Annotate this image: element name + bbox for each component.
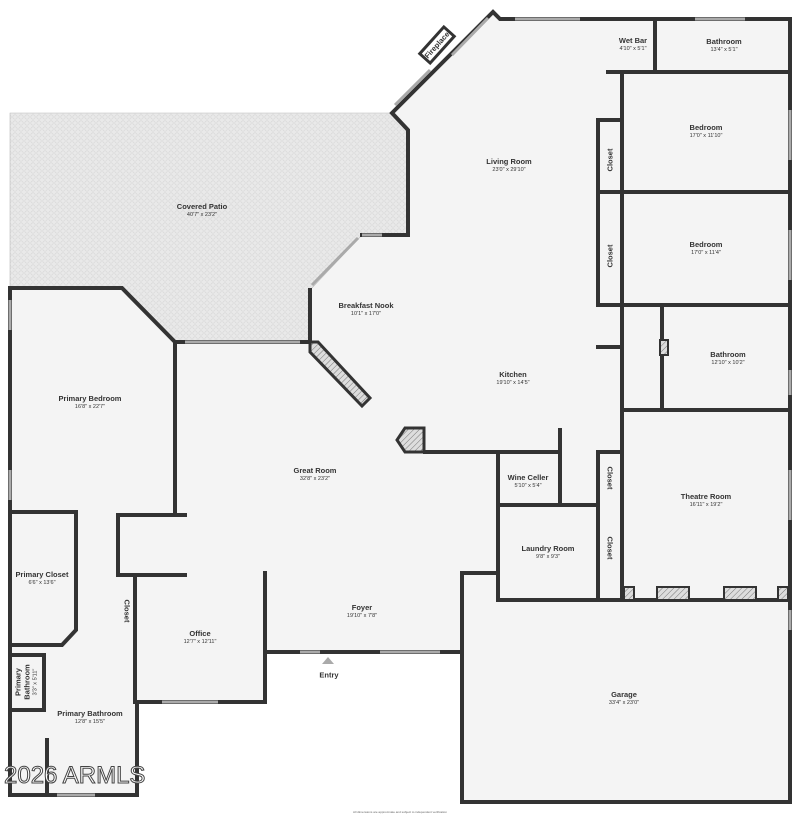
- closet-label-2: Closet: [605, 244, 615, 268]
- window: [450, 16, 490, 57]
- cabinet-block: [659, 339, 669, 356]
- cabinet-block: [777, 586, 789, 601]
- interior-floor: [10, 12, 790, 802]
- fireplace: [417, 24, 457, 66]
- kitchen-island: [308, 340, 373, 409]
- kitchen-counter: [395, 426, 426, 454]
- window: [310, 236, 360, 287]
- cabinet-block: [656, 586, 690, 601]
- closet-label-5: Closet: [122, 599, 132, 623]
- wall: [116, 513, 137, 704]
- entry-arrow-icon: [322, 657, 334, 664]
- closet-label-3: Closet: [605, 466, 615, 490]
- watermark: 2026 ARMLS: [3, 762, 146, 790]
- wall: [389, 9, 792, 804]
- window: [393, 68, 432, 107]
- closet-label-1: Closet: [605, 148, 615, 172]
- wall: [8, 510, 78, 647]
- disclaimer: All dimensions are approximate and subje…: [353, 810, 447, 814]
- closet-label-4: Closet: [605, 536, 615, 560]
- entry-label: Entry: [319, 670, 339, 680]
- wall: [8, 653, 46, 712]
- cabinet-block: [723, 586, 757, 601]
- cabinet-block: [623, 586, 635, 601]
